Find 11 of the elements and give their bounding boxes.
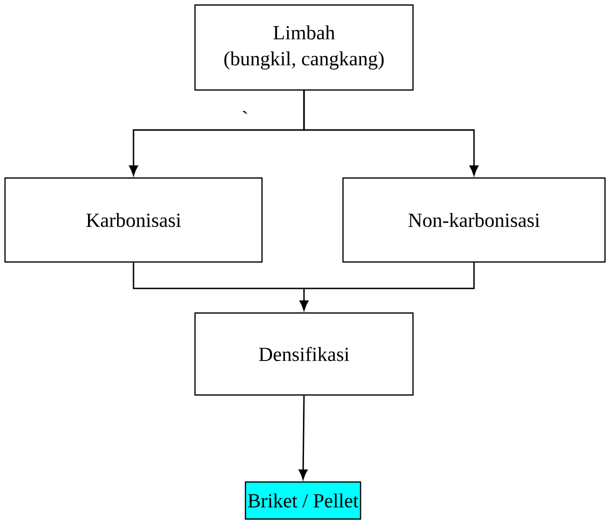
- process-box: Non-karbonisasi: [342, 177, 606, 263]
- result-box: Briket / Pellet: [244, 481, 362, 520]
- process-box: Karbonisasi: [4, 177, 263, 263]
- stray-mark: `: [242, 111, 247, 114]
- arrow: [298, 396, 308, 480]
- arrow: [303, 90, 478, 176]
- connector-line: [132, 262, 304, 290]
- process-box: Limbah (bungkil, cangkang): [194, 4, 414, 91]
- arrow: [300, 288, 308, 310]
- connector-line: [304, 262, 475, 290]
- process-box: Densifikasi: [194, 312, 414, 396]
